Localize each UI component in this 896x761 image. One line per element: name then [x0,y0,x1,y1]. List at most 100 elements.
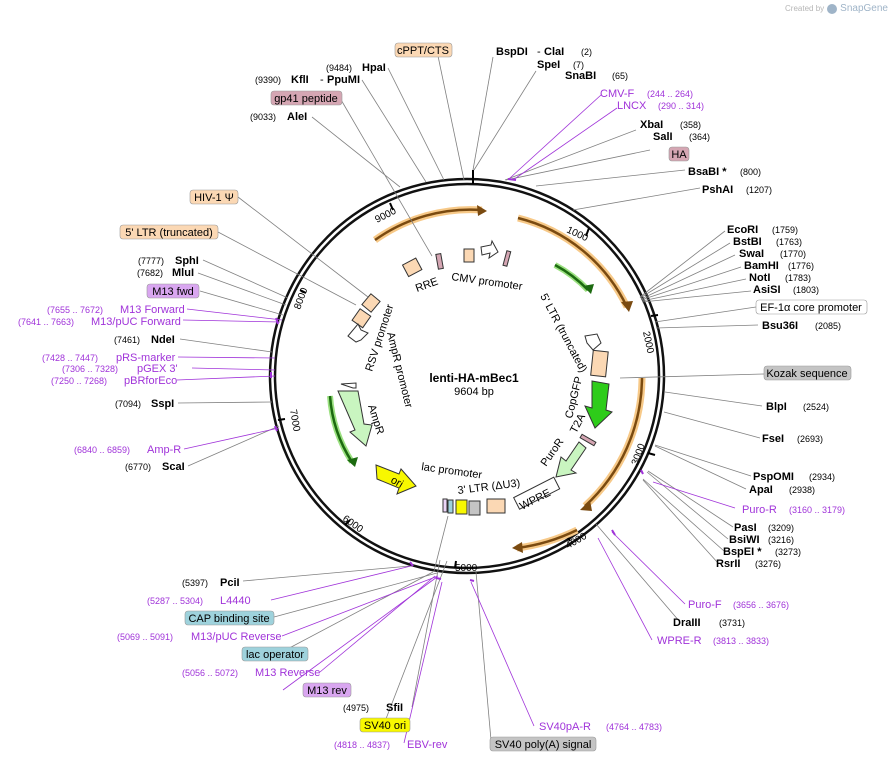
leader-noti [641,278,747,302]
box-kozak-sequence: Kozak sequence [763,365,852,381]
primer-m13-puc-forward: M13/pUC Forward [91,316,181,328]
leader-cppt [437,55,465,181]
primer-amp-r: Amp-R [147,444,181,456]
leader-l4440 [270,565,412,601]
label-ori: ori [389,474,406,491]
enzyme-dash-2: - [320,74,324,86]
primer-prs-marker: pRS-marker [116,352,176,364]
leader-m13-puc-reverse [281,575,439,637]
cmv-promoter-arrow [480,239,499,260]
leader-ebv-rev [403,581,443,744]
primer-labels: CMV-F (244 .. 264) LNCX (290 .. 314) Pur… [18,88,845,751]
ampr-arrow [337,390,373,447]
primer-leader-lines [176,94,736,744]
primer-markers [270,178,644,582]
enzyme-blpi-pos: (2524) [803,402,829,412]
box-cppt-cts: cPPT/CTS [394,42,453,58]
leader-bspei [642,478,725,552]
svg-text:cPPT/CTS: cPPT/CTS [397,45,449,57]
enzyme-bsu36i-pos: (2085) [815,321,841,331]
primer-pgex3: pGEX 3' [137,363,178,375]
enzyme-dash-1: - [537,46,541,58]
primer-puro-r: Puro-R [742,504,777,516]
label-3ltr: 3' LTR (ΔU3) [457,477,521,497]
leader-draiii [595,523,681,623]
leader-pcii [242,565,411,582]
label-5ltr-truncated: 5' LTR (truncated) [537,292,589,375]
snapgene-logo-icon [827,3,838,14]
primer-ebv-rev-pos: (4818 .. 4837) [334,740,390,750]
svg-text:CAP binding site: CAP binding site [188,613,269,625]
enzyme-asisi: AsiSI [753,284,781,296]
leader-blpi [664,391,763,407]
primer-l4440-pos: (5287 .. 5304) [147,596,203,606]
enzyme-pshai-pos: (1207) [746,185,772,195]
leader-pspomi [654,444,752,477]
box-ef1a-core-promoter: EF-1α core promoter [755,299,868,315]
enzyme-pcii: PciI [220,577,240,589]
enzyme-xbai-pos: (358) [680,120,701,130]
leader-snabi [473,70,537,171]
marker-puro-f [611,529,616,536]
enzyme-snabi-pos: (65) [612,71,628,81]
marker-puro-r [640,469,644,475]
plasmid-size: 9604 bp [454,386,494,398]
leader-m13-rev-box [282,576,438,691]
orange-feature-arc [584,377,644,507]
ha-tag-box [502,250,512,267]
enzyme-bspdi-pos: (2) [581,47,592,57]
cppt-arrowhead [477,205,487,216]
marker-sv40pa-r [469,579,475,582]
leader-sphi [202,259,289,299]
leader-m13-puc-forward [182,319,281,323]
cppt-arc [374,208,483,242]
enzyme-sphi: SphI [175,255,199,267]
ltr5-arrowhead [621,301,633,312]
enzyme-bspei-pos: (3273) [775,547,801,557]
svg-text:Kozak sequence: Kozak sequence [766,368,847,380]
enzyme-pcii-pos: (5397) [182,578,208,588]
enzyme-noti-pos: (1783) [785,273,811,283]
brand-text: SnapGene [840,3,888,14]
leader-ha [505,149,651,181]
tick-5000 [454,560,457,569]
leader-prs-marker [177,356,276,359]
box-m13-rev: M13 rev [302,682,352,698]
enzyme-kfli-pos: (9390) [255,75,281,85]
leader-ndei [179,338,273,353]
enzyme-bsiwi: BsiWI [729,534,760,546]
tick-8000 [299,289,307,294]
box-ha: HA [668,146,690,162]
enzyme-pshai: PshAI [702,184,733,196]
inner-features [337,239,613,516]
box-gp41-peptide: gp41 peptide [270,90,343,106]
marker-ebv-rev [435,577,442,580]
enzyme-ecori-pos: (1759) [772,225,798,235]
leader-ecori [639,230,726,298]
tick-9000 [389,202,394,211]
primer-puro-r-pos: (3160 .. 3179) [789,505,845,515]
leader-pshai [572,187,701,211]
puror-arrow [555,441,587,478]
primer-m13-reverse-pos: (5056 .. 5072) [182,668,238,678]
enzyme-sfii: SfiI [386,702,403,714]
leader-puro-f [611,531,686,605]
leader-sspi [177,401,273,404]
enzyme-pasi-pos: (3209) [768,523,794,533]
leader-lncx [512,107,618,181]
leader-bsabi [535,169,686,187]
leader-bamhi [640,266,742,301]
enzyme-bsiwi-pos: (3216) [768,535,794,545]
tick-label-6000: 6000 [340,513,365,535]
enzyme-bstbi: BstBI [733,236,762,248]
primer-l4440: L4440 [220,595,251,607]
tick-2000 [650,314,659,317]
primer-cmv-f-pos: (244 .. 264) [647,89,693,99]
cmv-enhancer-box [463,248,475,263]
enzyme-ppumi: PpuMI [327,74,360,86]
leader-bsu36i [655,324,759,329]
enzyme-labels: BspDI - ClaI (2) SpeI (7) SnaBI (65) Xba… [114,46,841,714]
box-sv40-polya-signal: SV40 poly(A) signal [489,736,597,752]
